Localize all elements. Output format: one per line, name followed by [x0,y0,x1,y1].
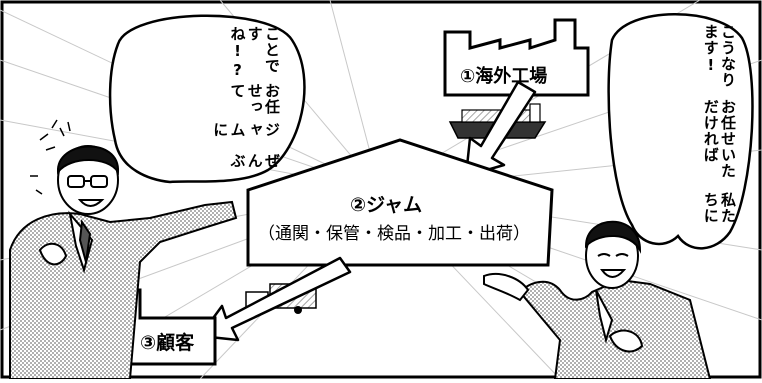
bubble-left-line-1: ぜんぶ [228,152,282,169]
left-businessman [9,145,238,380]
bubble-left-line-2: ジャムに [211,121,281,138]
bubble-right-line-1: 私たちに [701,192,737,225]
sweat-marks [30,119,71,195]
factory-icon [443,18,590,97]
warehouse-services: （通関・保管・検品・加工・出荷） [258,224,530,244]
bubble-left-line-4: ことですね!? [228,26,282,81]
bubble-left-line-3: お任せって [228,83,282,116]
bubble-left-text: ぜんぶ ジャムに お任せって ことですね!? [140,26,282,176]
warehouse-title: ②ジャム [350,194,423,216]
warehouse-shape [246,138,554,267]
bubble-left-shape [108,14,306,184]
bubble-right-shape [607,13,754,250]
factory-label: ①海外工場 [460,66,548,87]
customer-label: ③顧客 [140,332,195,354]
arrow-warehouse-to-customer [198,256,352,342]
bubble-right-text: 私たちに お任せいただければ こうなります! [636,24,737,234]
right-businessman [483,220,712,380]
bubble-right-line-2: お任せいただければ [701,98,737,179]
bubble-right-line-3: こうなります! [701,24,737,88]
